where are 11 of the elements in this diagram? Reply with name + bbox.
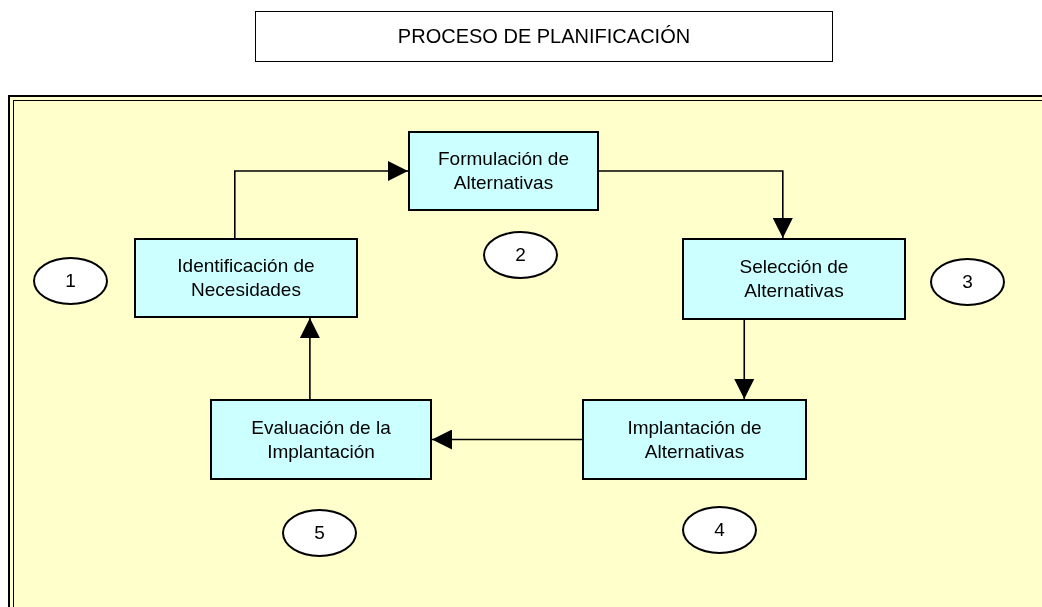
arrow — [299, 317, 320, 400]
arrow — [234, 161, 409, 239]
process-box: Formulación de Alternativas — [408, 131, 599, 211]
process-box: Evaluación de la Implantación — [210, 399, 432, 480]
process-box: Identificación de Necesidades — [134, 238, 358, 318]
arrow — [734, 319, 755, 400]
arrow — [431, 429, 583, 450]
process-box: Implantación de Alternativas — [582, 399, 807, 480]
title-box: PROCESO DE PLANIFICACIÓN — [255, 11, 833, 62]
arrow — [598, 170, 793, 239]
process-box: Selección de Alternativas — [682, 238, 906, 320]
